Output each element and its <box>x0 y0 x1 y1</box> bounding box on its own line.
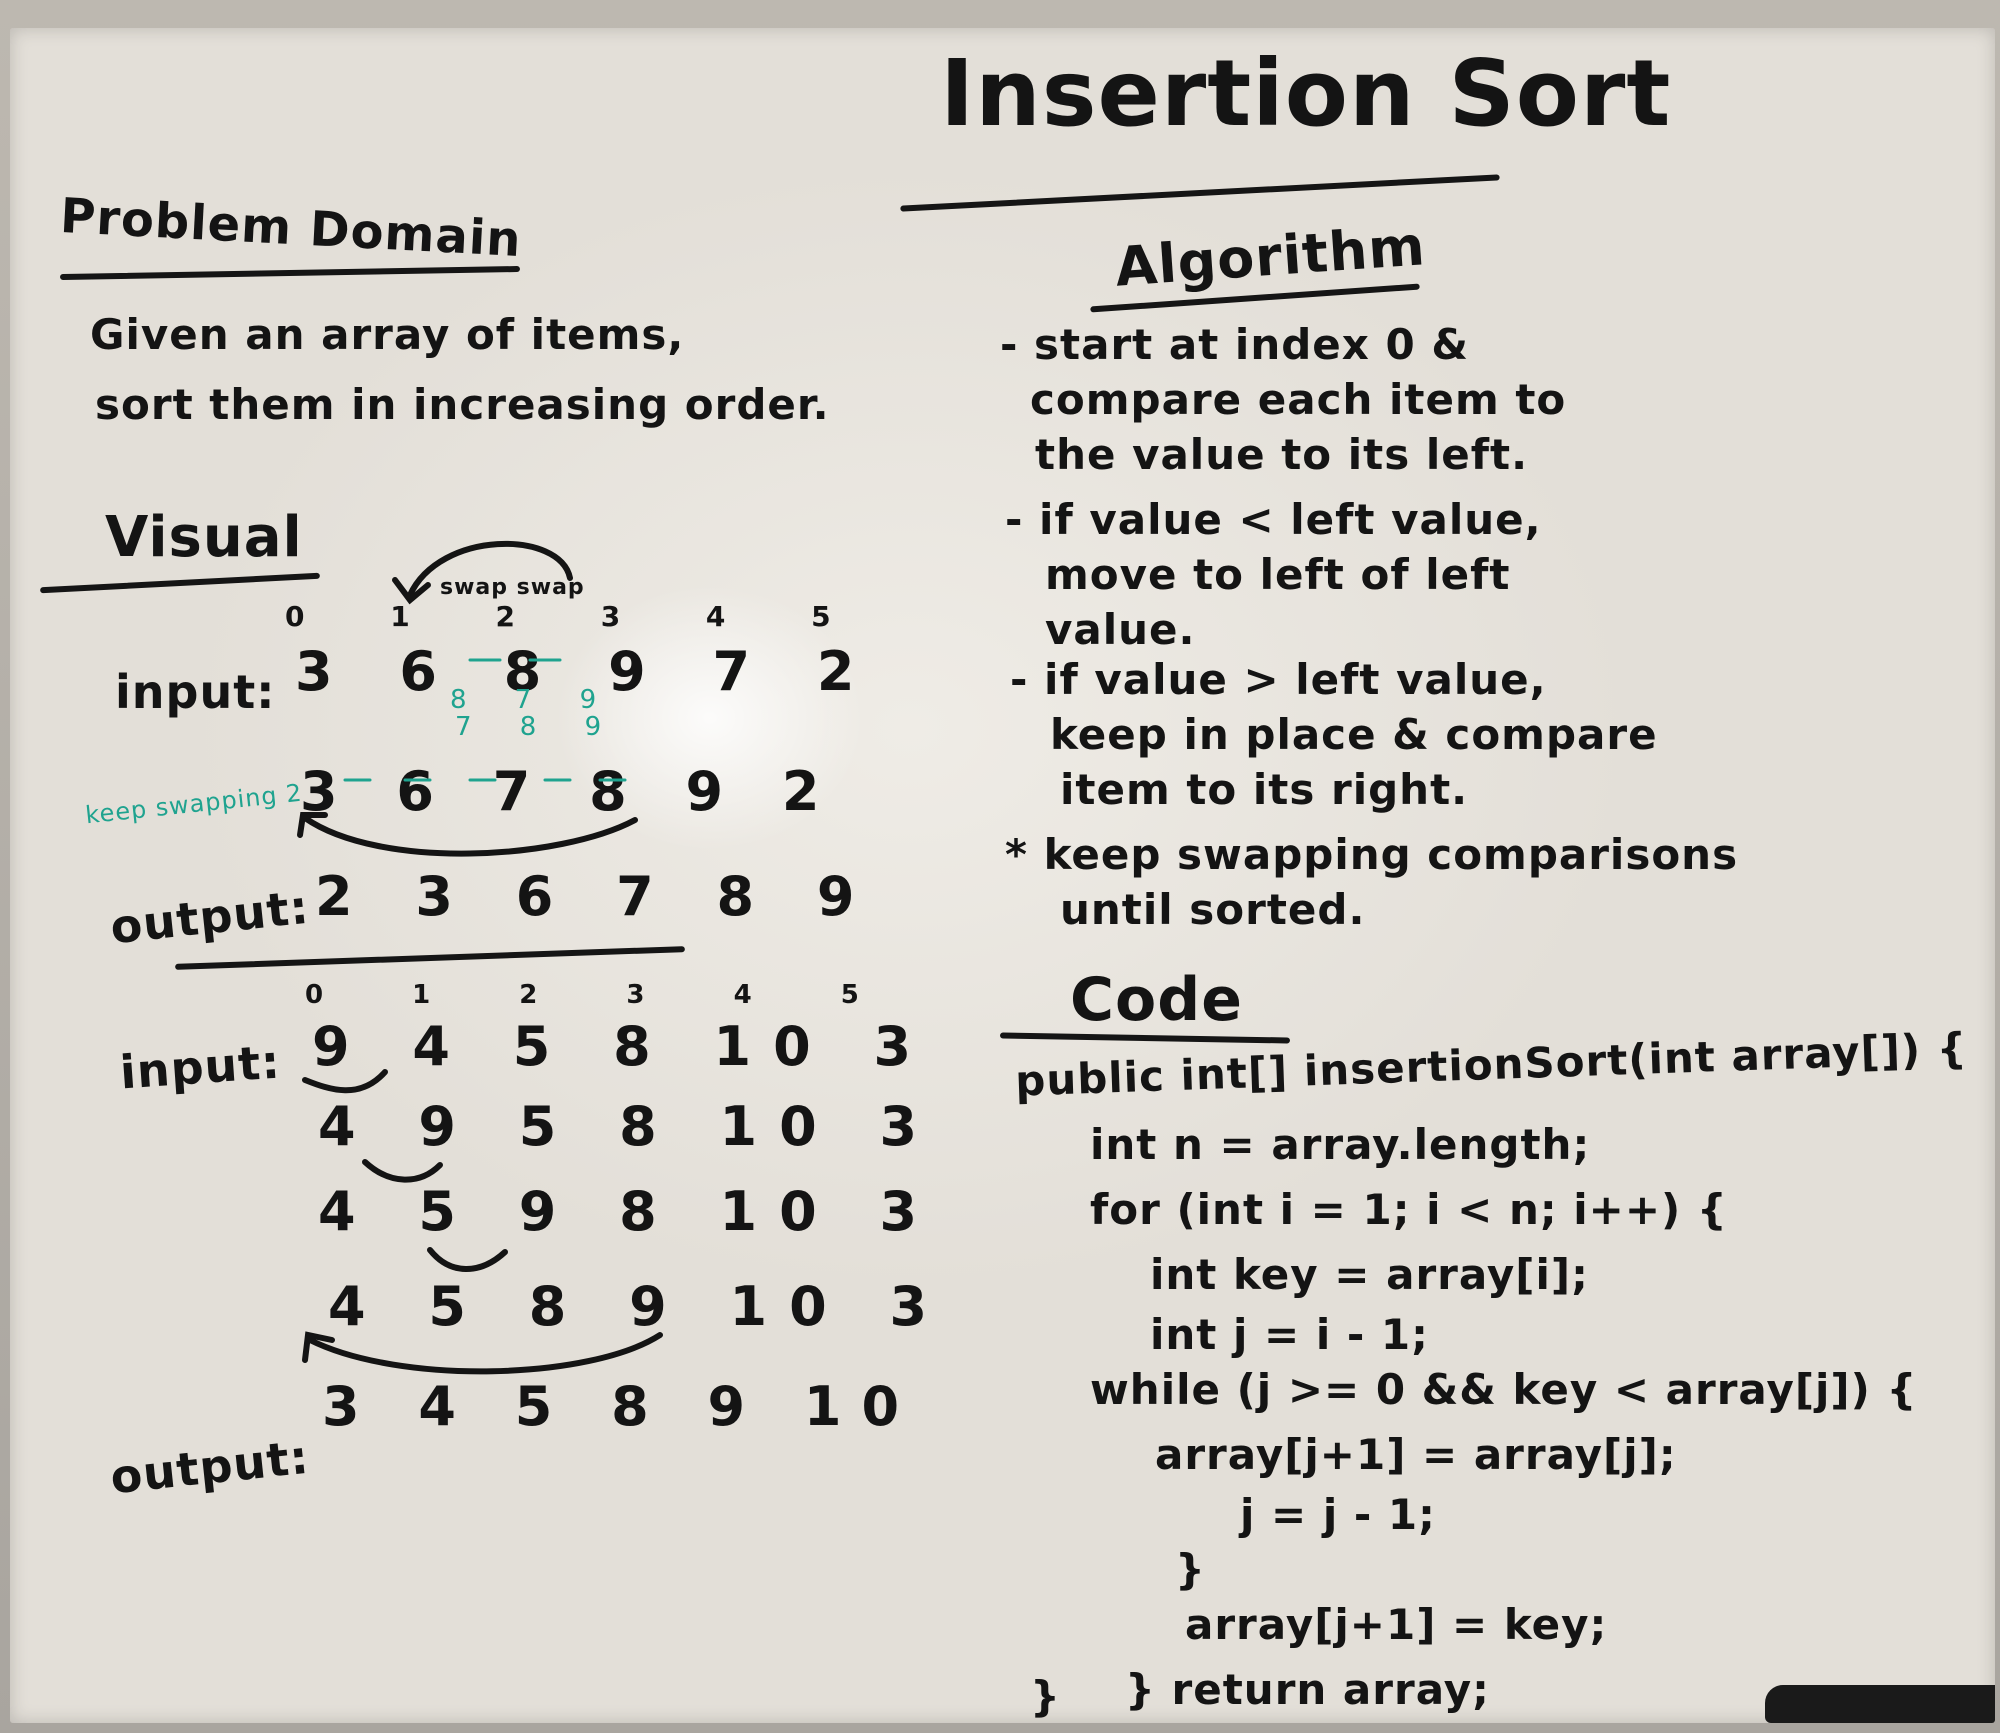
example2-row-1: 9 4 5 8 10 3 <box>312 1015 934 1078</box>
example1-input-values: 3 6 8 9 7 2 <box>295 640 879 703</box>
marker-pen <box>1765 1685 1995 1723</box>
algorithm-line-3: the value to its left. <box>1035 430 1529 479</box>
visual-heading: Visual <box>105 505 303 570</box>
whiteboard <box>10 28 1995 1723</box>
arrowhead-3 <box>302 1331 335 1363</box>
algorithm-line-2: compare each item to <box>1030 375 1567 424</box>
algorithm-line-10: * keep swapping comparisons <box>1005 830 1739 879</box>
arc-swap-9-8 <box>427 1247 508 1272</box>
example2-row-3: 4 5 9 8 10 3 <box>318 1180 940 1243</box>
code-heading: Code <box>1070 965 1243 1035</box>
teal-trace-row-2: 7 8 9 <box>455 712 622 742</box>
algorithm-line-9: item to its right. <box>1060 765 1469 814</box>
example1-step-values: 3 6 7 8 9 2 <box>300 760 840 823</box>
algorithm-line-8: keep in place & compare <box>1050 710 1658 759</box>
arc-swap-9-4 <box>302 1069 388 1094</box>
teal-trace-row-1: 8 7 9 <box>450 685 617 715</box>
code-line-4: int key = array[i]; <box>1150 1250 1589 1299</box>
example1-indices: 0 1 2 3 4 5 <box>285 600 869 633</box>
arc-swap-9-5 <box>362 1159 443 1183</box>
example2-row-4: 4 5 8 9 10 3 <box>328 1275 950 1338</box>
algorithm-line-7: - if value > left value, <box>1010 655 1547 704</box>
problem-line-1: Given an array of items, <box>90 310 685 359</box>
code-line-12: } <box>1030 1672 1061 1721</box>
example1-output-values: 2 3 6 7 8 9 <box>315 865 877 928</box>
arc-arrow-3-to-front <box>307 1332 663 1375</box>
problem-line-2: sort them in increasing order. <box>95 380 830 429</box>
algorithm-line-1: - start at index 0 & <box>1000 320 1469 369</box>
code-line-11: } return array; <box>1125 1665 1490 1714</box>
code-line-9: } <box>1175 1545 1206 1594</box>
example2-indices: 0 1 2 3 4 5 <box>305 980 899 1010</box>
board-title: Insertion Sort <box>940 40 1672 147</box>
code-line-5: int j = i - 1; <box>1150 1310 1429 1359</box>
code-line-10: array[j+1] = key; <box>1185 1600 1608 1649</box>
example1-input-label: input: <box>115 665 276 719</box>
algorithm-line-5: move to left of left <box>1045 550 1511 599</box>
code-line-7: array[j+1] = array[j]; <box>1155 1430 1677 1479</box>
arrowhead-2 <box>297 812 328 838</box>
arrowhead-1 <box>392 577 431 605</box>
algorithm-line-6: value. <box>1045 605 1196 654</box>
example2-output-values: 3 4 5 8 9 10 <box>322 1375 920 1438</box>
algorithm-line-11: until sorted. <box>1060 885 1366 934</box>
arc-arrow-7-to-2 <box>407 540 573 598</box>
arc-arrow-2-to-start <box>302 815 638 857</box>
code-line-8: j = j - 1; <box>1240 1490 1436 1539</box>
swap-note: swap swap <box>440 575 585 600</box>
code-line-6: while (j >= 0 && key < array[j]) { <box>1090 1365 1918 1414</box>
code-line-2: int n = array.length; <box>1090 1120 1591 1169</box>
algorithm-line-4: - if value < left value, <box>1005 495 1542 544</box>
example2-row-2: 4 9 5 8 10 3 <box>318 1095 940 1158</box>
code-line-3: for (int i = 1; i < n; i++) { <box>1090 1185 1728 1234</box>
